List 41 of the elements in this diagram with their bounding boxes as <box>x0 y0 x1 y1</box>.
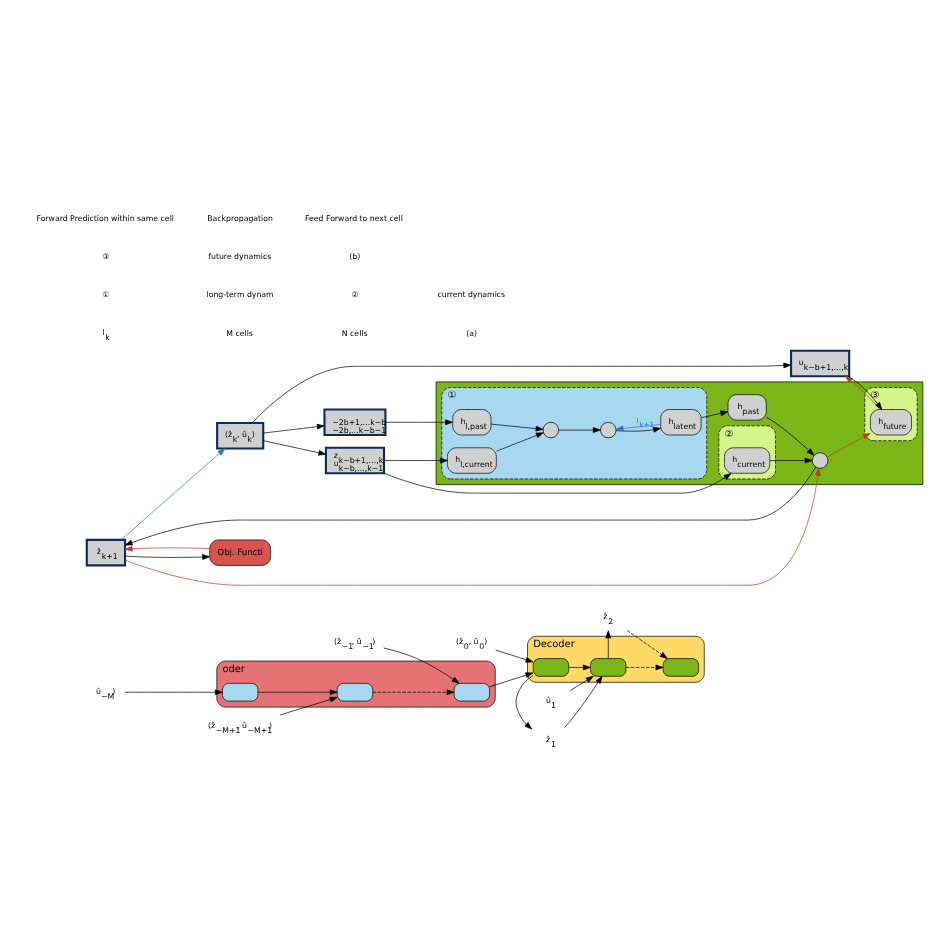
arrow <box>262 423 325 434</box>
arrow <box>372 689 455 696</box>
arrow <box>569 675 594 691</box>
arrow <box>383 472 732 494</box>
arrow <box>701 410 729 419</box>
arrow <box>383 647 460 684</box>
node-box <box>532 658 569 677</box>
arrow <box>625 664 664 671</box>
arrow <box>496 432 544 452</box>
node-box <box>336 683 374 702</box>
arrow <box>124 689 223 696</box>
node-box <box>222 683 259 702</box>
arrow <box>765 416 815 456</box>
arrow <box>121 448 226 541</box>
arrow <box>605 630 612 659</box>
arrow <box>490 423 544 432</box>
arrow <box>124 554 211 560</box>
node-circle <box>542 421 560 439</box>
arrow <box>124 466 817 546</box>
node-circle <box>811 452 829 469</box>
arrow <box>257 689 338 696</box>
arrow <box>826 433 871 458</box>
arrow <box>124 545 211 552</box>
arrow <box>279 696 338 716</box>
arrow <box>515 675 534 730</box>
arrow <box>495 649 534 663</box>
arrow <box>558 427 601 433</box>
arrow <box>626 630 668 659</box>
arrow <box>769 457 813 464</box>
node-box <box>453 683 490 702</box>
arrow <box>489 672 534 688</box>
arrow <box>564 675 603 728</box>
arrow <box>568 664 591 671</box>
arrow <box>124 468 821 586</box>
node-box <box>662 658 699 677</box>
arrow <box>262 440 327 456</box>
arrow <box>385 419 453 426</box>
arrow <box>383 457 448 464</box>
node-circle <box>600 421 617 439</box>
node-box <box>590 658 627 677</box>
arrow <box>252 362 792 424</box>
